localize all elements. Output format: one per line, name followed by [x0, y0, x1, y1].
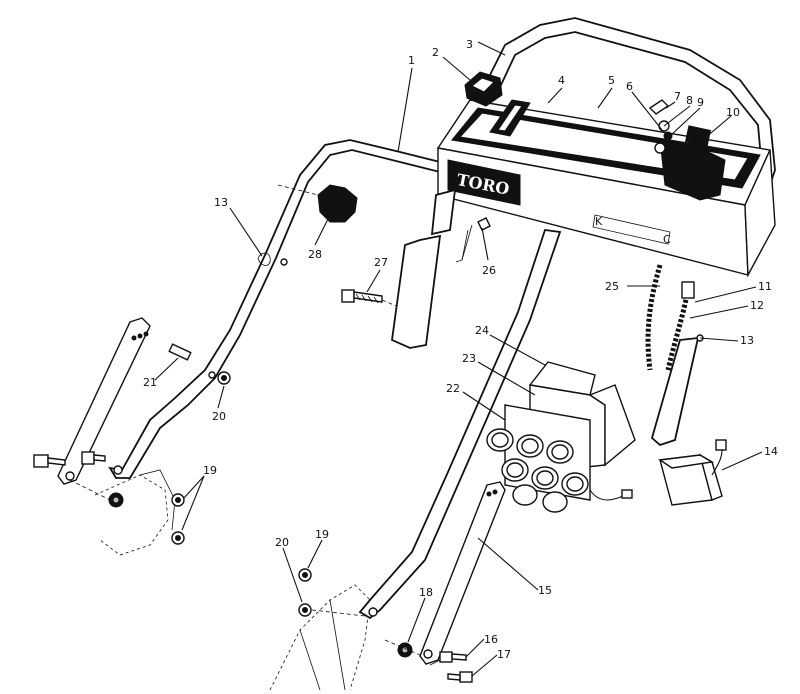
callout-18: 18 — [419, 586, 433, 599]
callout-7: 7 — [674, 90, 681, 103]
callout-8: 8 — [686, 94, 693, 107]
bolts-left — [33, 451, 185, 545]
callout-23: 23 — [462, 352, 476, 365]
callout-1: 1 — [408, 54, 415, 67]
cable-clip-left — [257, 252, 288, 266]
callout-20-left: 20 — [212, 410, 226, 423]
lower-handle-tube — [108, 139, 441, 479]
callout-6: 6 — [626, 80, 633, 93]
bolts-bottom — [298, 568, 473, 683]
control-panel: TORO K C — [436, 99, 776, 278]
callout-26: 26 — [482, 264, 496, 277]
callout-21: 21 — [143, 376, 157, 389]
frame-left — [94, 469, 176, 556]
callout-16: 16 — [484, 633, 498, 646]
callout-19-bottom: 19 — [315, 528, 329, 541]
callout-17: 17 — [497, 648, 511, 661]
battery-cells — [486, 428, 589, 513]
battery-charger — [658, 439, 727, 506]
battery-holder — [486, 361, 636, 513]
lever-knob — [464, 71, 503, 107]
callout-5: 5 — [608, 74, 615, 87]
pin-and-nut — [168, 343, 231, 385]
right-handle-tube — [358, 229, 562, 620]
callout-14: 14 — [764, 445, 778, 458]
callout-13-right: 13 — [740, 334, 754, 347]
callout-9: 9 — [697, 96, 704, 109]
callout-11: 11 — [758, 280, 772, 293]
callout-10: 10 — [726, 106, 740, 119]
callout-12: 12 — [750, 299, 764, 312]
callout-4: 4 — [558, 74, 565, 87]
right-handle-bracket — [419, 481, 506, 665]
callout-15: 15 — [538, 584, 552, 597]
leader-lines — [154, 41, 763, 677]
svg-text:C: C — [663, 233, 671, 246]
callout-28: 28 — [308, 248, 322, 261]
throttle-cable — [645, 264, 704, 447]
frame-bottom — [269, 584, 371, 691]
callout-24: 24 — [475, 324, 489, 337]
callout-25: 25 — [605, 280, 619, 293]
svg-text:K: K — [595, 215, 603, 228]
small-screw — [477, 217, 491, 231]
callout-2: 2 — [432, 46, 439, 59]
callout-22: 22 — [446, 382, 460, 395]
callout-20-bottom: 20 — [275, 536, 289, 549]
star-knob — [277, 184, 358, 223]
callout-27: 27 — [374, 256, 388, 269]
bolt-and-sleeve — [341, 188, 473, 349]
callout-13-left: 13 — [214, 196, 228, 209]
callout-labels: 1 2 3 4 5 6 7 8 9 10 11 12 13 13 14 15 1… — [143, 38, 778, 661]
callout-3: 3 — [466, 38, 473, 51]
callout-19-left: 19 — [203, 464, 217, 477]
